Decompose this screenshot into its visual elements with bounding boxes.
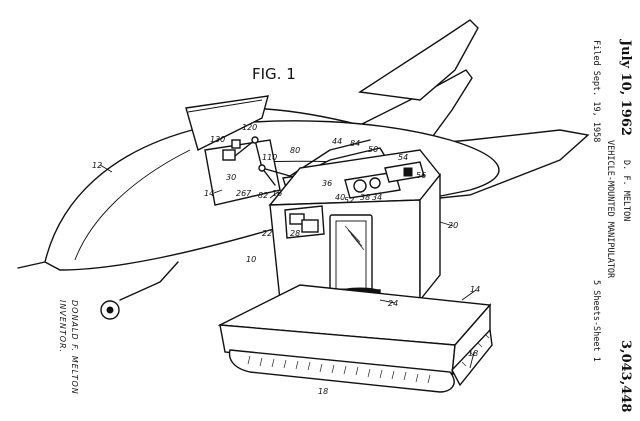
patent-date: July 10, 1962 bbox=[618, 39, 633, 136]
ref-numeral: 267 bbox=[236, 189, 252, 198]
track-side-treads bbox=[461, 334, 490, 367]
patent-number: 3,043,448 bbox=[618, 340, 633, 412]
hatch-door bbox=[185, 95, 269, 152]
aircraft-tail-fin bbox=[358, 19, 479, 101]
ref-numeral: 16 bbox=[272, 189, 282, 198]
landing-gear-strut bbox=[119, 261, 179, 301]
ref-numeral: 80 bbox=[290, 146, 300, 155]
ref-numeral: 22 bbox=[262, 229, 272, 238]
patent-title: VEHICLE-MOUNTED MANIPULATOR bbox=[605, 140, 615, 279]
ref-numeral: 24 bbox=[388, 299, 398, 308]
inventor-label: INVENTOR. bbox=[58, 300, 67, 353]
cab-side bbox=[419, 173, 441, 302]
ref-numeral: 84 bbox=[350, 139, 360, 148]
manipulator-wrist bbox=[231, 139, 241, 149]
sheet-count: 5 Sheets-Sheet 1 bbox=[591, 280, 601, 362]
fuselage-contour bbox=[74, 149, 191, 261]
cab-instrument bbox=[301, 219, 319, 233]
ref-numeral: 110 bbox=[262, 153, 277, 162]
shoulder-joint bbox=[251, 136, 259, 144]
cab-control-box bbox=[289, 213, 305, 225]
track-side bbox=[451, 328, 493, 387]
ref-numeral: 30 bbox=[226, 173, 236, 182]
ref-numeral: 56 bbox=[416, 171, 426, 180]
elbow-joint bbox=[258, 164, 266, 172]
ref-numeral: 34 bbox=[372, 193, 382, 202]
manipulator-gripper bbox=[222, 149, 236, 161]
ref-numeral: 130 bbox=[210, 135, 225, 144]
cab-window-shading bbox=[344, 225, 365, 251]
turret-motor bbox=[403, 167, 413, 177]
ref-numeral: 28 bbox=[290, 229, 300, 238]
ref-numeral: 52 bbox=[344, 196, 354, 205]
ref-numeral: 14 bbox=[204, 189, 214, 198]
ref-numeral: 38 bbox=[360, 193, 370, 202]
ref-numeral: 36 bbox=[322, 179, 332, 188]
ref-numeral: 120 bbox=[242, 123, 257, 132]
ref-numeral: 20 bbox=[448, 221, 458, 230]
ref-numeral: 44 bbox=[332, 137, 342, 146]
landing-gear-hub bbox=[106, 306, 114, 314]
hatch-door-edge bbox=[187, 99, 263, 113]
aircraft-nose-probe bbox=[17, 261, 46, 269]
ref-numeral: 10 bbox=[246, 255, 256, 264]
ref-numeral: 40 bbox=[335, 193, 345, 202]
filing-date: Filed Sept. 19, 1958 bbox=[591, 40, 601, 142]
ref-numeral: 14 bbox=[470, 285, 480, 294]
turret-pulley bbox=[369, 177, 381, 189]
inventor-signature: DONALD F. MELTON bbox=[70, 300, 79, 395]
ref-numeral: 54 bbox=[398, 153, 408, 162]
ref-numeral: 82 bbox=[258, 191, 268, 200]
ref-numeral: 50 bbox=[368, 145, 378, 154]
ref-numeral: 12 bbox=[92, 161, 102, 170]
manipulator-forearm bbox=[261, 139, 371, 177]
turret-gear bbox=[353, 179, 367, 193]
leader-lines bbox=[99, 164, 477, 369]
ref-numeral: 18 bbox=[318, 387, 328, 396]
inventor-name: D. F. MELTON bbox=[621, 160, 631, 221]
track-treads bbox=[247, 355, 431, 384]
ref-numeral: 18 bbox=[468, 349, 478, 358]
manipulator-upper-arm bbox=[229, 139, 276, 186]
figure-label: FIG. 1 bbox=[252, 65, 296, 83]
